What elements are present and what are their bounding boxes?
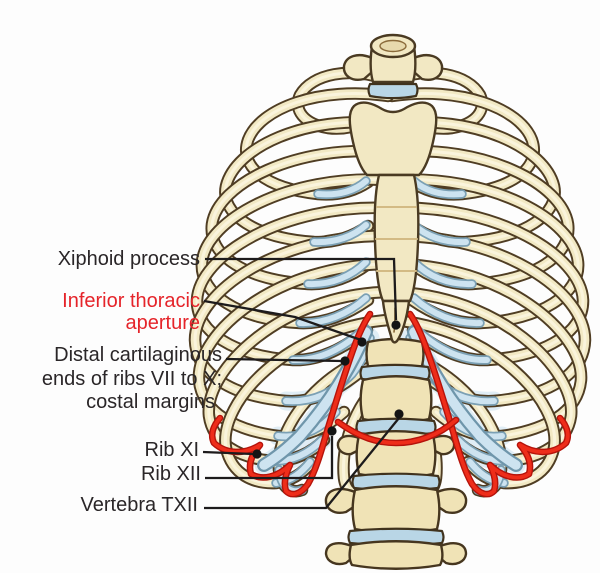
dot-vertebra bbox=[394, 409, 404, 419]
label-xiphoid-process: Xiphoid process bbox=[58, 248, 200, 270]
dot-aperture bbox=[357, 337, 367, 347]
label-rib-xi: Rib XI bbox=[145, 439, 199, 461]
first-thoracic-vertebra bbox=[342, 33, 444, 100]
leader-rib-xi bbox=[202, 450, 254, 456]
manubrium bbox=[348, 101, 438, 177]
dot-rib-xii bbox=[327, 426, 337, 436]
label-ends-of-ribs: ends of ribs VII to X; bbox=[42, 368, 222, 390]
vertebra-txii-body bbox=[359, 375, 433, 424]
leader-vertebra bbox=[204, 417, 400, 510]
label-aperture: aperture bbox=[126, 312, 201, 334]
label-rib-xii: Rib XII bbox=[141, 463, 201, 485]
leader-lines bbox=[202, 257, 404, 510]
dot-xiphoid bbox=[391, 320, 401, 330]
dot-distal bbox=[340, 356, 350, 366]
labels: Xiphoid process Inferior thoracic apertu… bbox=[42, 248, 222, 516]
sternum bbox=[348, 101, 438, 344]
label-inferior-thoracic: Inferior thoracic bbox=[62, 290, 200, 312]
leader-distal bbox=[225, 357, 343, 363]
leader-xiphoid bbox=[205, 257, 398, 321]
label-vertebra-txii: Vertebra TXII bbox=[81, 494, 198, 516]
label-costal-margins: costal margins bbox=[86, 391, 215, 413]
leader-aperture bbox=[203, 299, 362, 342]
leader-rib-xii bbox=[205, 436, 334, 480]
label-distal-cartilaginous: Distal cartilaginous bbox=[54, 344, 222, 366]
dot-rib-xi bbox=[252, 449, 262, 459]
